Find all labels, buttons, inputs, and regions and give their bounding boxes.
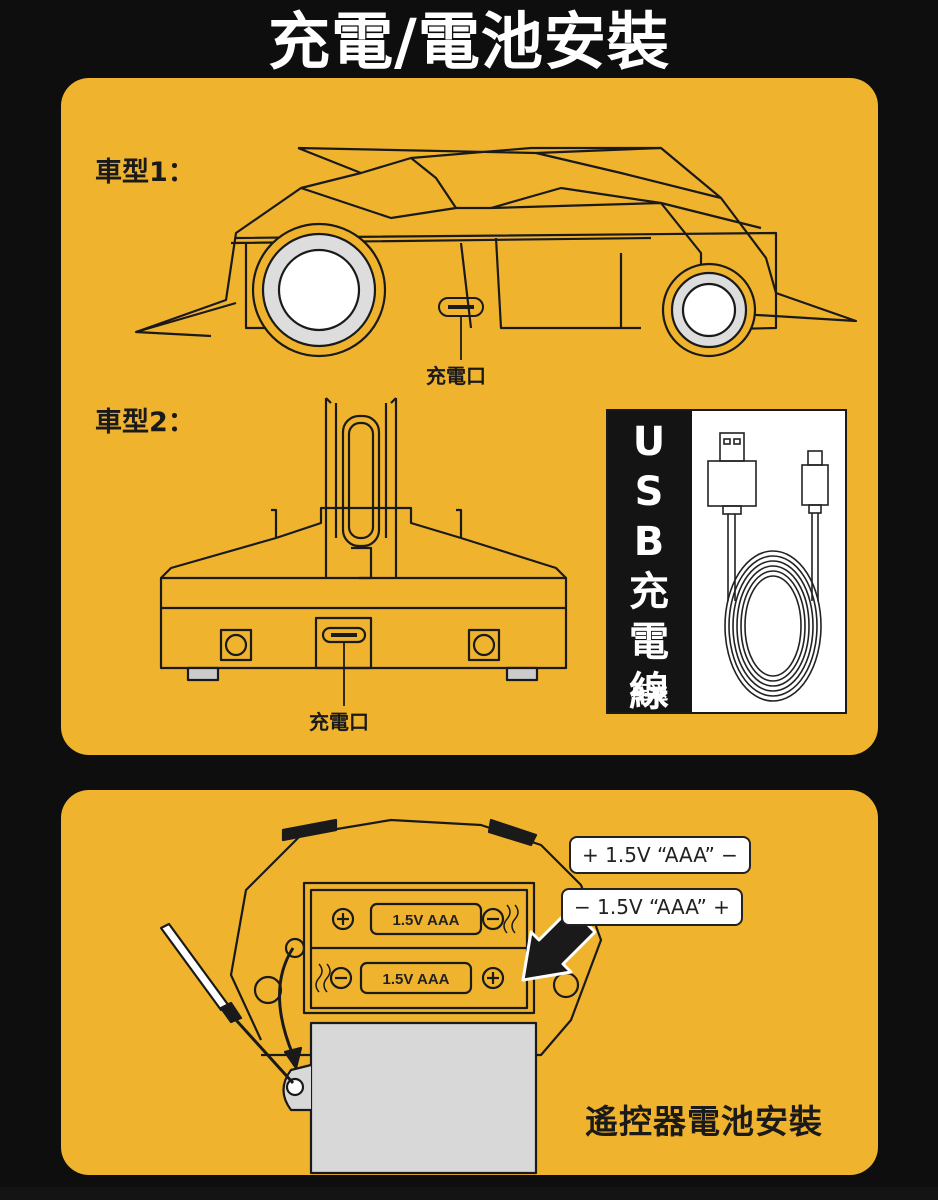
model2-label: 車型2： xyxy=(95,407,195,438)
charging-panel: 車型1： 車型2： xyxy=(61,78,878,755)
usb-char-2: S xyxy=(634,469,664,515)
bottom-bar xyxy=(0,1187,938,1200)
model1-label: 車型1： xyxy=(95,157,195,188)
charging-port-label-1: 充電口 xyxy=(424,360,488,389)
vehicle-illustrations xyxy=(134,146,858,708)
car-model-2-illustration xyxy=(159,397,568,708)
charging-port-label-2: 充電口 xyxy=(307,706,371,735)
remote-battery-label: 遙控器電池安裝 xyxy=(585,1102,823,1141)
usb-char-4: 充 xyxy=(629,569,669,615)
battery-orientation-top: + 1.5V “AAA” − xyxy=(569,836,751,874)
battery-orientation-bottom: − 1.5V “AAA” + xyxy=(561,888,743,926)
battery-label-1: 1.5V AAA xyxy=(393,912,460,929)
usb-cable-box: U S B 充 電 線 配送 xyxy=(606,409,847,715)
usb-char-1: U xyxy=(632,419,666,465)
battery-label-2: 1.5V AAA xyxy=(383,971,450,988)
usb-char-5: 電 xyxy=(629,619,669,665)
battery-panel: 1.5V AAA 1.5V AAA + 1.5V “AAA” − − 1.5V … xyxy=(61,790,878,1175)
usb-note: 配送 xyxy=(632,683,668,704)
usb-char-3: B xyxy=(633,519,665,565)
remote-control-illustration: 1.5V AAA 1.5V AAA xyxy=(159,818,603,1175)
usb-char-6: 線 xyxy=(629,669,669,715)
usb-cable-sidebar: U S B 充 電 線 配送 xyxy=(608,411,692,715)
car-model-1-wheels xyxy=(251,222,757,358)
page-title: 充電/電池安裝 xyxy=(268,5,670,78)
usb-cable-icon xyxy=(707,432,829,702)
